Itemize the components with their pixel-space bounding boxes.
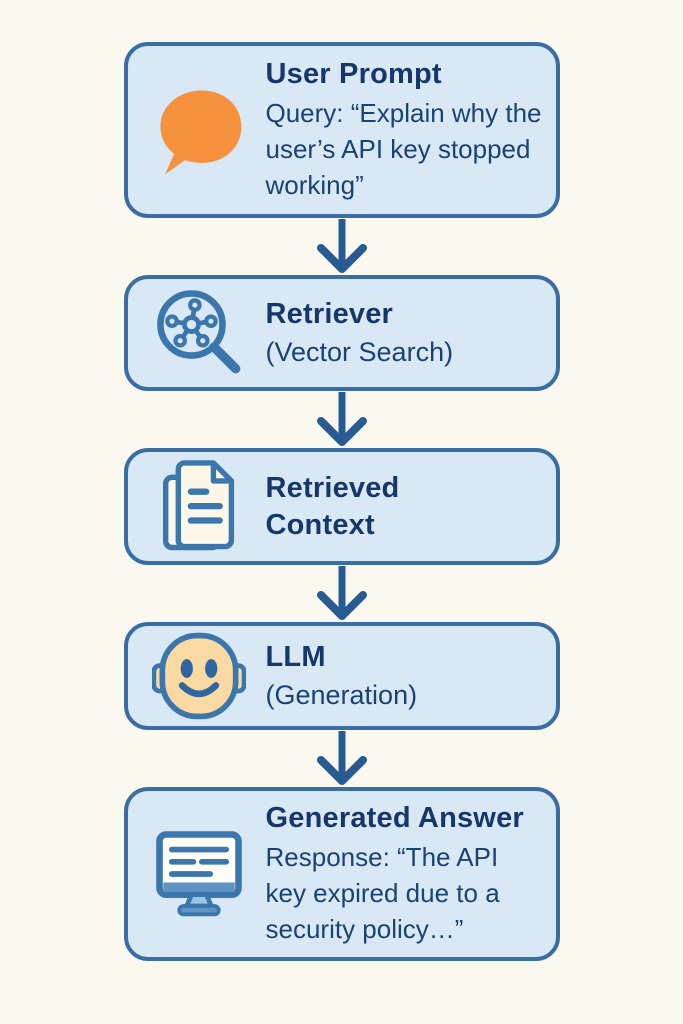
step-body: Response: “The API key expired due to a … [265,842,500,945]
step-title: Retrieved Context [265,472,400,541]
flow-step-generated-answer: Generated Answer Response: “The API key … [123,787,560,961]
vector-search-icon [150,286,248,380]
flow-arrow [0,391,683,448]
step-title: User Prompt [265,58,442,91]
step-title: Retriever [265,298,394,331]
flow-step-retrieved-context: Retrieved Context [123,448,560,565]
step-subtitle: (Generation) [265,679,418,710]
flow-arrow [0,218,683,275]
speech-bubble-icon [150,81,248,179]
flow-step-llm: LLM (Generation) [123,622,560,730]
robot-face-icon [150,629,248,723]
flow-arrow [0,730,683,787]
step-title: Generated Answer [265,802,524,835]
monitor-icon [150,825,248,923]
flow-arrow [0,565,683,622]
step-body: Query: “Explain why the user’s API key s… [265,98,542,201]
flow-step-retriever: Retriever (Vector Search) [123,275,560,391]
flow-step-user-prompt: User Prompt Query: “Explain why the user… [123,42,560,218]
documents-icon [150,456,248,558]
step-title: LLM [265,641,326,674]
step-subtitle: (Vector Search) [265,336,454,367]
